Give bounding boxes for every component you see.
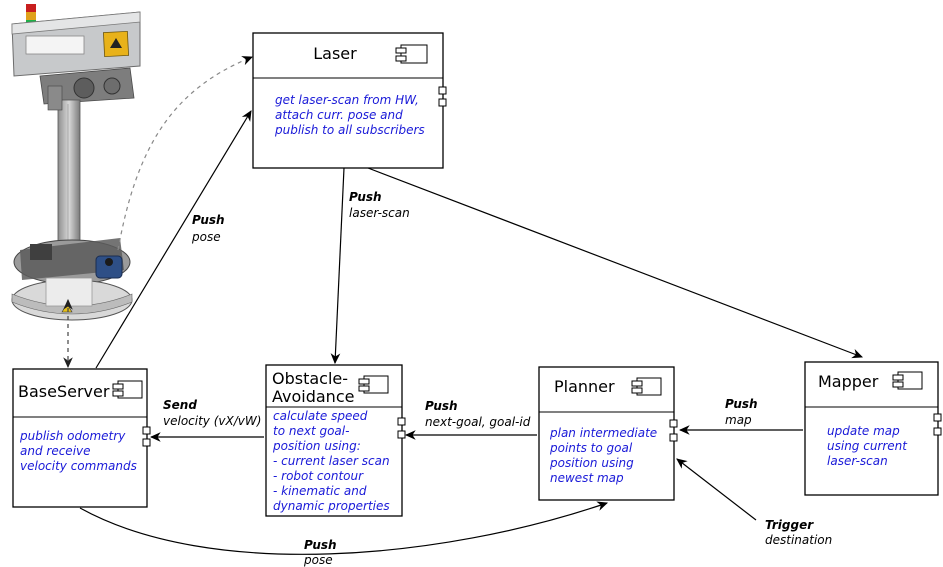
component-title: Mapper: [818, 372, 879, 391]
uml-component-icon: [395, 44, 428, 64]
component-title: Planner: [554, 377, 615, 396]
label-laser-obstacle: Push laser-scan: [349, 190, 410, 220]
component-description: publish odometry and receive velocity co…: [19, 429, 137, 473]
uml-component-icon: [892, 371, 923, 390]
signal-light-red: [26, 4, 36, 12]
edge-trigger-planner: [676, 458, 757, 521]
svg-text:Push: Push: [192, 213, 225, 227]
label-trigger: Trigger destination: [765, 518, 832, 547]
port-icon: [933, 413, 942, 422]
port-icon: [438, 98, 447, 107]
svg-text:Trigger: Trigger: [765, 518, 814, 532]
label-base-planner: Push pose: [303, 538, 337, 567]
component-description: get laser-scan from HW, attach curr. pos…: [274, 93, 425, 137]
component-description: update map using current laser-scan: [827, 424, 911, 468]
edge-baseserver-laser: [95, 110, 252, 369]
svg-text:Push: Push: [304, 538, 337, 552]
port-icon: [142, 438, 151, 447]
edge-laser-mapper: [367, 167, 864, 359]
svg-text:Send: Send: [163, 398, 197, 412]
port-icon: [142, 426, 151, 435]
edge-laser-obstacle: [330, 167, 345, 365]
component-description: calculate speed to next goal- position u…: [272, 409, 393, 513]
signal-light-amber: [26, 12, 36, 20]
svg-text:destination: destination: [765, 533, 832, 547]
port-icon: [669, 419, 678, 428]
robot-photo: [11, 4, 141, 321]
uml-component-icon: [112, 380, 143, 399]
component-obstacle-avoidance[interactable]: Obstacle- Avoidance calculate speed to n…: [265, 364, 406, 517]
svg-text:map: map: [725, 413, 752, 427]
component-laser[interactable]: Laser get laser-scan from HW, attach cur…: [252, 32, 447, 169]
uml-component-icon: [631, 377, 662, 396]
label-planner-obstacle: Push next-goal, goal-id: [425, 399, 531, 429]
svg-text:next-goal, goal-id: next-goal, goal-id: [425, 415, 531, 429]
component-title: BaseServer: [18, 382, 110, 401]
component-baseserver[interactable]: BaseServer publish odometry and receive …: [12, 368, 151, 508]
port-icon: [933, 427, 942, 436]
svg-text:pose: pose: [191, 230, 221, 244]
port-icon: [397, 417, 406, 426]
component-title: Laser: [313, 44, 357, 63]
svg-text:velocity (vX/vW): velocity (vX/vW): [163, 414, 261, 428]
svg-text:laser-scan: laser-scan: [349, 206, 410, 220]
label-base-laser: Push pose: [191, 213, 225, 244]
label-mapper-planner: Push map: [725, 397, 758, 427]
edge-baseserver-planner: [79, 501, 609, 555]
svg-text:Push: Push: [425, 399, 458, 413]
svg-text:Push: Push: [725, 397, 758, 411]
laser-scanner: [95, 255, 123, 279]
component-title: Obstacle- Avoidance: [272, 369, 354, 406]
component-description: plan intermediate points to goal positio…: [549, 426, 661, 485]
port-icon: [438, 86, 447, 95]
port-icon: [397, 430, 406, 439]
robot-column: [57, 99, 81, 251]
component-mapper[interactable]: Mapper update map using current laser-sc…: [804, 361, 942, 496]
svg-text:Push: Push: [349, 190, 382, 204]
label-obstacle-base: Send velocity (vX/vW): [163, 398, 261, 428]
svg-text:pose: pose: [303, 553, 333, 567]
uml-component-icon: [358, 375, 389, 394]
edge-robot-laser: [117, 56, 254, 251]
port-icon: [669, 433, 678, 442]
component-planner[interactable]: Planner plan intermediate points to goal…: [538, 366, 678, 501]
